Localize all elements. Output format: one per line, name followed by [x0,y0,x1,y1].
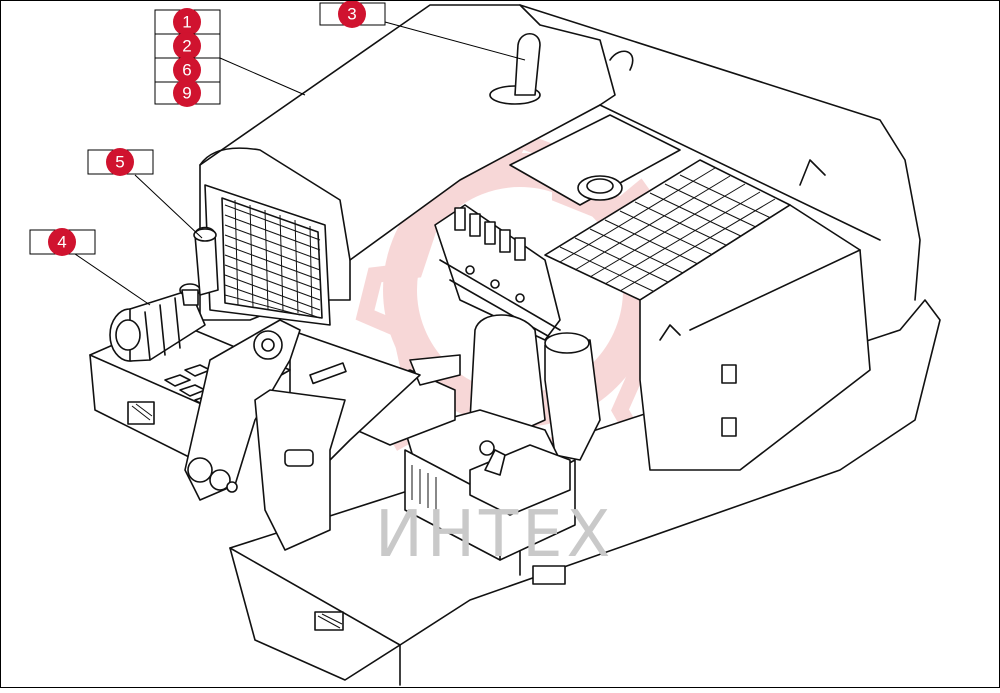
right-joystick-console [469,440,571,516]
callout-9-number: 9 [182,84,191,103]
callout-1[interactable]: 1 [154,8,221,36]
callout-9[interactable]: 9 [154,79,221,107]
pre-cleaner [193,226,219,296]
callout-2-badge [173,32,201,60]
swivel-joint [544,332,601,461]
side-door [639,204,871,471]
callout-5-badge [106,148,134,176]
counterweight-plate [532,565,566,585]
callout-3-number: 3 [347,5,356,24]
exhaust-pipe [489,32,541,105]
counterweight-handle [314,611,344,631]
callout-1-number: 1 [182,13,191,32]
callout-2[interactable]: 2 [154,32,221,60]
control-valve [434,204,561,341]
callout-5-leader [134,174,203,239]
callout-3-badge [338,0,366,28]
callout-2-number: 2 [182,37,191,56]
front-panel [254,389,346,551]
callout-1-badge [173,8,201,36]
radiator-grille [204,184,331,326]
callout-4-leader [74,253,151,306]
callout-3-leader [384,21,526,61]
callout-9-badge [173,79,201,107]
boom-bracket [184,319,301,501]
callout-4-number: 4 [57,233,66,252]
engine-access-panel [509,114,681,206]
callout-6-badge [173,56,201,84]
callout-5-number: 5 [115,153,124,172]
air-filter [109,283,206,362]
callout-3[interactable]: 3 [319,0,526,61]
callout-4-badge [48,228,76,256]
callout-5[interactable]: 5 [87,148,203,239]
callout-6-number: 6 [182,61,191,80]
callout-leader-stack [219,57,306,96]
callout-6[interactable]: 6 [154,56,221,84]
callout-4[interactable]: 4 [29,228,151,306]
watermark-text: ИНТЕХ [375,498,614,572]
